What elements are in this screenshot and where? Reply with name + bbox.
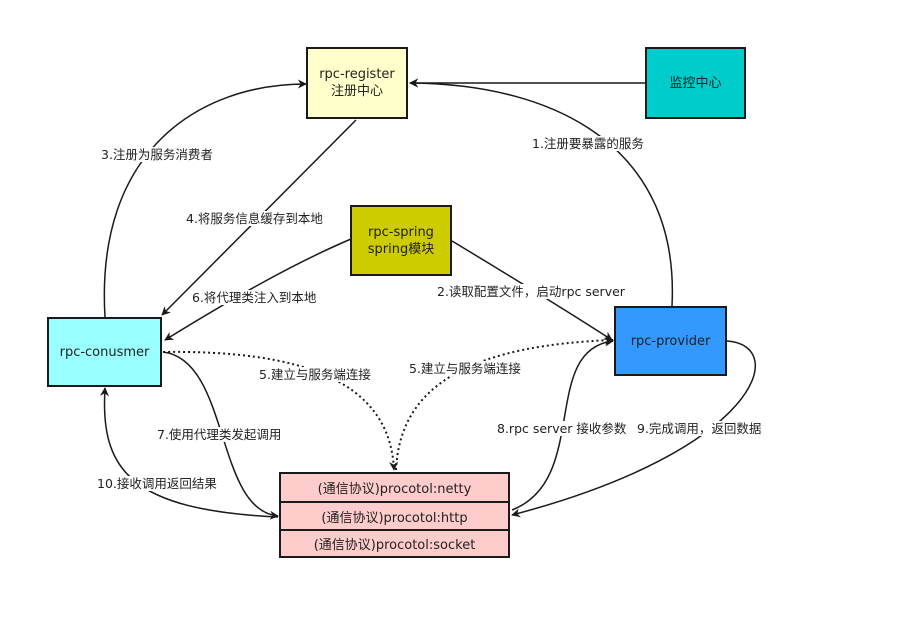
protocol-netty-label: (通信协议)procotol:netty [317,482,472,497]
edge-3-consumer-register [103,79,307,318]
edge-9-provider-protocols [511,340,757,518]
edge-5-consumer-protocols [162,350,399,471]
rpc-register-node[interactable]: rpc-register 注册中心 [306,47,408,119]
rpc-spring-node[interactable]: rpc-spring spring模块 [350,205,452,276]
rpc-spring-title: rpc-spring [368,224,434,240]
protocol-socket[interactable]: (通信协议)procotol:socket [279,529,510,558]
protocol-socket-label: (通信协议)procotol:socket [313,538,476,553]
edge-label-4: 4.将服务信息缓存到本地 [186,211,323,226]
protocol-http-label: (通信协议)procotol:http [321,510,468,526]
rpc-consumer-node[interactable]: rpc-conusmer [47,317,162,387]
edge-label-7: 7.使用代理类发起调用 [157,427,282,442]
monitor-center-title: 监控中心 [669,75,722,91]
monitor-center-node[interactable]: 监控中心 [645,47,746,119]
edge-5-protocols-provider [395,335,614,471]
rpc-register-subtitle: 注册中心 [330,84,383,99]
rpc-register-title: rpc-register [319,67,395,82]
edge-6-spring-consumer [164,238,352,341]
edge-label-6: 6.将代理类注入到本地 [192,290,317,305]
edge-label-10: 10.接收调用返回结果 [97,476,217,491]
edge-label-5a: 5.建立与服务端连接 [259,367,371,382]
rpc-consumer-title: rpc-conusmer [59,344,150,360]
protocol-netty[interactable]: (通信协议)procotol:netty [279,472,510,503]
rpc-provider-node[interactable]: rpc-provider [614,306,727,376]
edge-label-5b: 5.建立与服务端连接 [409,361,521,376]
edge-label-1: 1.注册要暴露的服务 [532,136,644,151]
edge-8-protocols-provider [511,337,614,511]
protocol-http[interactable]: (通信协议)procotol:http [279,501,510,531]
edge-label-8: 8.rpc server 接收参数 [497,421,627,436]
edge-label-9: 9.完成调用，返回数据 [637,421,762,436]
edge-label-2: 2.读取配置文件，启动rpc server [437,284,625,299]
rpc-provider-title: rpc-provider [630,333,711,349]
edge-10-protocols-consumer [100,387,279,518]
rpc-spring-subtitle: spring模块 [367,241,435,257]
edge-label-3: 3.注册为服务消费者 [101,147,213,162]
